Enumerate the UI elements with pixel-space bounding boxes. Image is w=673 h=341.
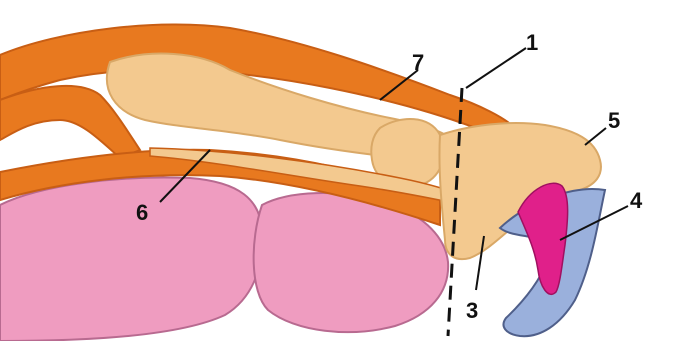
callout-label-6: 6: [136, 200, 148, 225]
digital-pad-large: [0, 177, 262, 341]
callout-label-7: 7: [412, 50, 424, 75]
leader-line-1: [466, 48, 526, 88]
callout-label-4: 4: [630, 188, 643, 213]
callout-label-3: 3: [466, 298, 478, 323]
leader-line-5: [585, 128, 606, 145]
callout-label-1: 1: [526, 30, 538, 55]
callout-label-5: 5: [608, 108, 620, 133]
